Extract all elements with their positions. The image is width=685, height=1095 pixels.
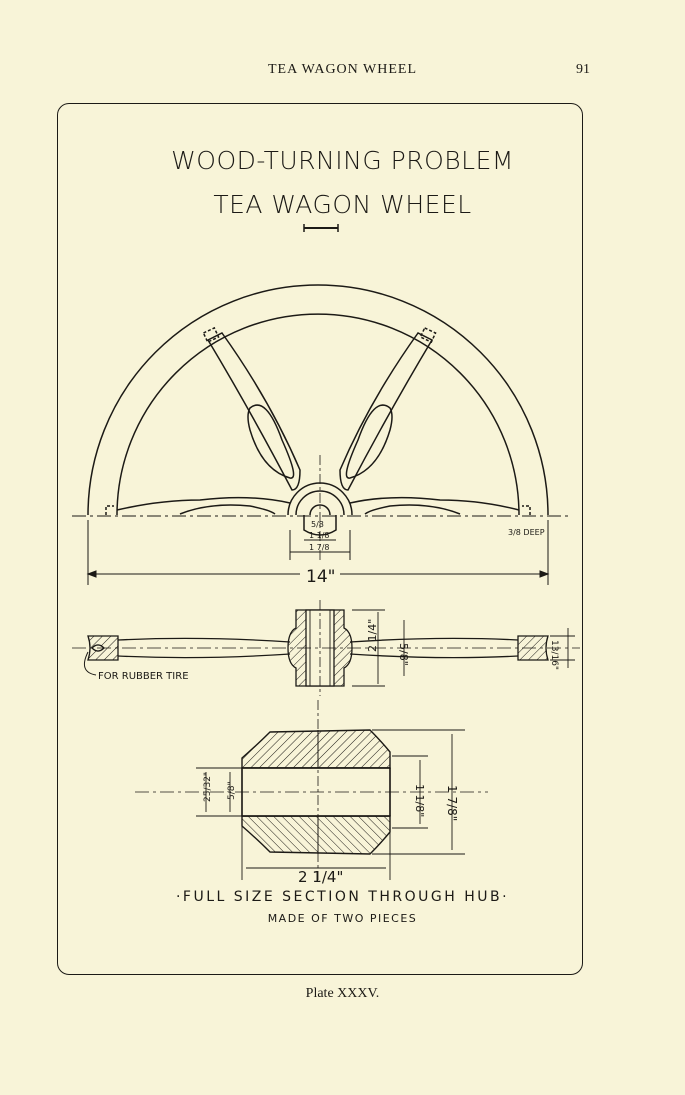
spoke-horizontal-right [349,496,520,511]
spoke-right [339,332,434,491]
wheel-side-view [72,600,580,696]
plate-title-line2: TEA WAGON WHEEL [213,190,472,219]
dim-section-bore: 5/8" [227,781,237,800]
page-number: 91 [576,62,590,77]
running-head: TEA WAGON WHEEL [267,62,418,77]
dim-hub-height: 2 1/4" [366,619,379,652]
dim-section-width: 2 1/4" [298,868,343,886]
dim-section-bore-small: 25/32" [203,772,213,802]
inner-rim [116,313,520,516]
dim-section-inner: 1 1/8" [413,784,426,817]
spoke-left [206,332,301,491]
hub-outer [287,482,353,516]
section-subcaption: MADE OF TWO PIECES [267,912,418,925]
hub-section [135,700,488,880]
dim-section-outer: 1 7/8" [445,785,459,821]
plate-title-line1: WOOD-TURNING PROBLEM [171,146,514,175]
section-caption: ·FULL SIZE SECTION THROUGH HUB· [175,889,510,905]
plate-label: Plate XXXV. [305,986,380,1001]
plate-frame [57,103,583,975]
dim-hub-bore-a: 5/8 [311,520,324,529]
dim-hub-bore-b: 1 1/8 [309,531,330,540]
dim-hub-bore-c: 1 7/8 [309,543,330,552]
spoke-horizontal-left [116,496,291,511]
dim-overall-diameter: 14" [306,567,335,587]
title-underline [303,224,339,232]
dim-groove-depth: 3/8 DEEP [508,528,545,537]
diameter-dimension [86,520,550,585]
hub-section-upper [241,729,391,769]
outer-rim [87,284,549,516]
wheel-elevation [72,284,572,560]
dim-hub-bore-side: 5/8" [397,643,410,666]
dim-rim-thickness: 13/16" [549,640,559,670]
hub-section-lower [241,815,391,855]
note-rubber-tire: FOR RUBBER TIRE [98,671,189,682]
